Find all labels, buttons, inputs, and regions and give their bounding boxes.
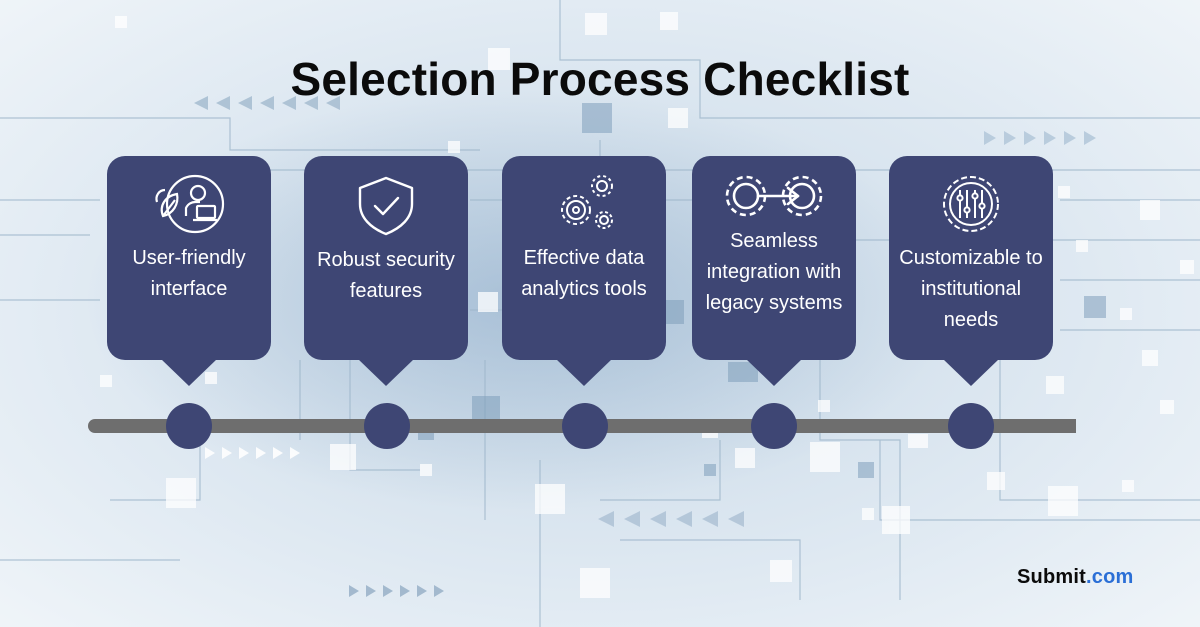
step-card-3: Effective data analytics tools	[502, 156, 666, 386]
step-label: User-friendly interface	[132, 247, 246, 300]
settings-sliders-icon	[931, 172, 1011, 236]
brand-tld: .com	[1085, 566, 1134, 588]
gears-icon	[544, 172, 624, 236]
step-label: Robust security features	[317, 249, 455, 302]
timeline-dot-3	[562, 403, 608, 449]
timeline-dot-1	[166, 403, 212, 449]
timeline-dot-4	[751, 403, 797, 449]
step-card-4: Seamless integration with legacy systems	[692, 156, 856, 386]
step-card-2: Robust security features	[304, 156, 468, 386]
brand-logo: Submit.com	[1017, 566, 1133, 589]
gears-arrow-icon	[714, 168, 834, 226]
step-card-1: User-friendly interface	[107, 156, 271, 386]
timeline-dot-5	[948, 403, 994, 449]
step-label: Customizable to institutional needs	[899, 247, 1043, 331]
shield-check-icon	[346, 172, 426, 236]
step-label: Seamless integration with legacy systems	[705, 230, 843, 314]
timeline-dot-2	[364, 403, 410, 449]
step-label: Effective data analytics tools	[521, 247, 647, 300]
step-card-5: Customizable to institutional needs	[889, 156, 1053, 386]
user-laptop-icon	[149, 172, 229, 236]
brand-name: Submit	[1017, 566, 1086, 588]
page-title: Selection Process Checklist	[290, 53, 910, 105]
